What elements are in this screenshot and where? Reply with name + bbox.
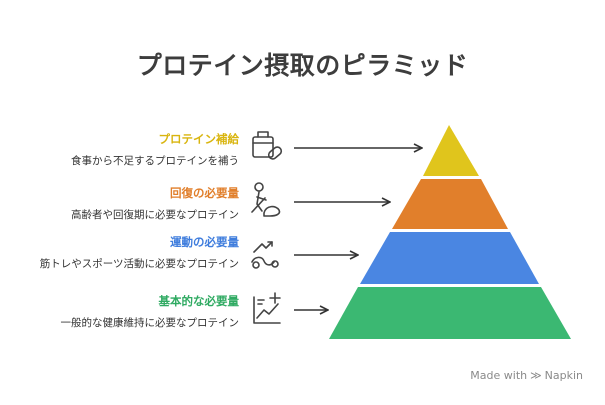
level-4-label: 基本的な必要量 xyxy=(158,294,240,308)
pyramid-layer-second xyxy=(392,179,508,229)
level-1-label: プロテイン補給 xyxy=(158,132,240,146)
napkin-brand-text: Napkin xyxy=(544,369,583,382)
level-3-label: 運動の必要量 xyxy=(170,235,239,249)
pyramid-layer-top xyxy=(423,125,479,176)
level-3-description: 筋トレやスポーツ活動に必要なプロテイン xyxy=(39,258,239,270)
health-chart-icon xyxy=(253,292,281,324)
pill-box-icon xyxy=(252,131,283,160)
level-4-description: 一般的な健康維持に必要なプロテイン xyxy=(60,317,240,329)
pyramid-layer-base xyxy=(329,287,571,339)
exercise-icon xyxy=(251,241,279,269)
level-2-description: 高齢者や回復期に必要なプロテイン xyxy=(71,209,239,221)
level-1-description: 食事から不足するプロテインを補う xyxy=(71,155,239,167)
pyramid-layer-third xyxy=(360,232,539,284)
level-2-label: 回復の必要量 xyxy=(170,186,239,200)
made-with-text: Made with xyxy=(470,369,528,382)
footer-attribution[interactable]: Made with≫Napkin xyxy=(470,369,583,382)
napkin-logo-icon: ≫ xyxy=(530,369,542,382)
diagram-title: プロテイン摂取のピラミッド xyxy=(136,51,469,80)
elderly-care-icon xyxy=(251,182,281,217)
